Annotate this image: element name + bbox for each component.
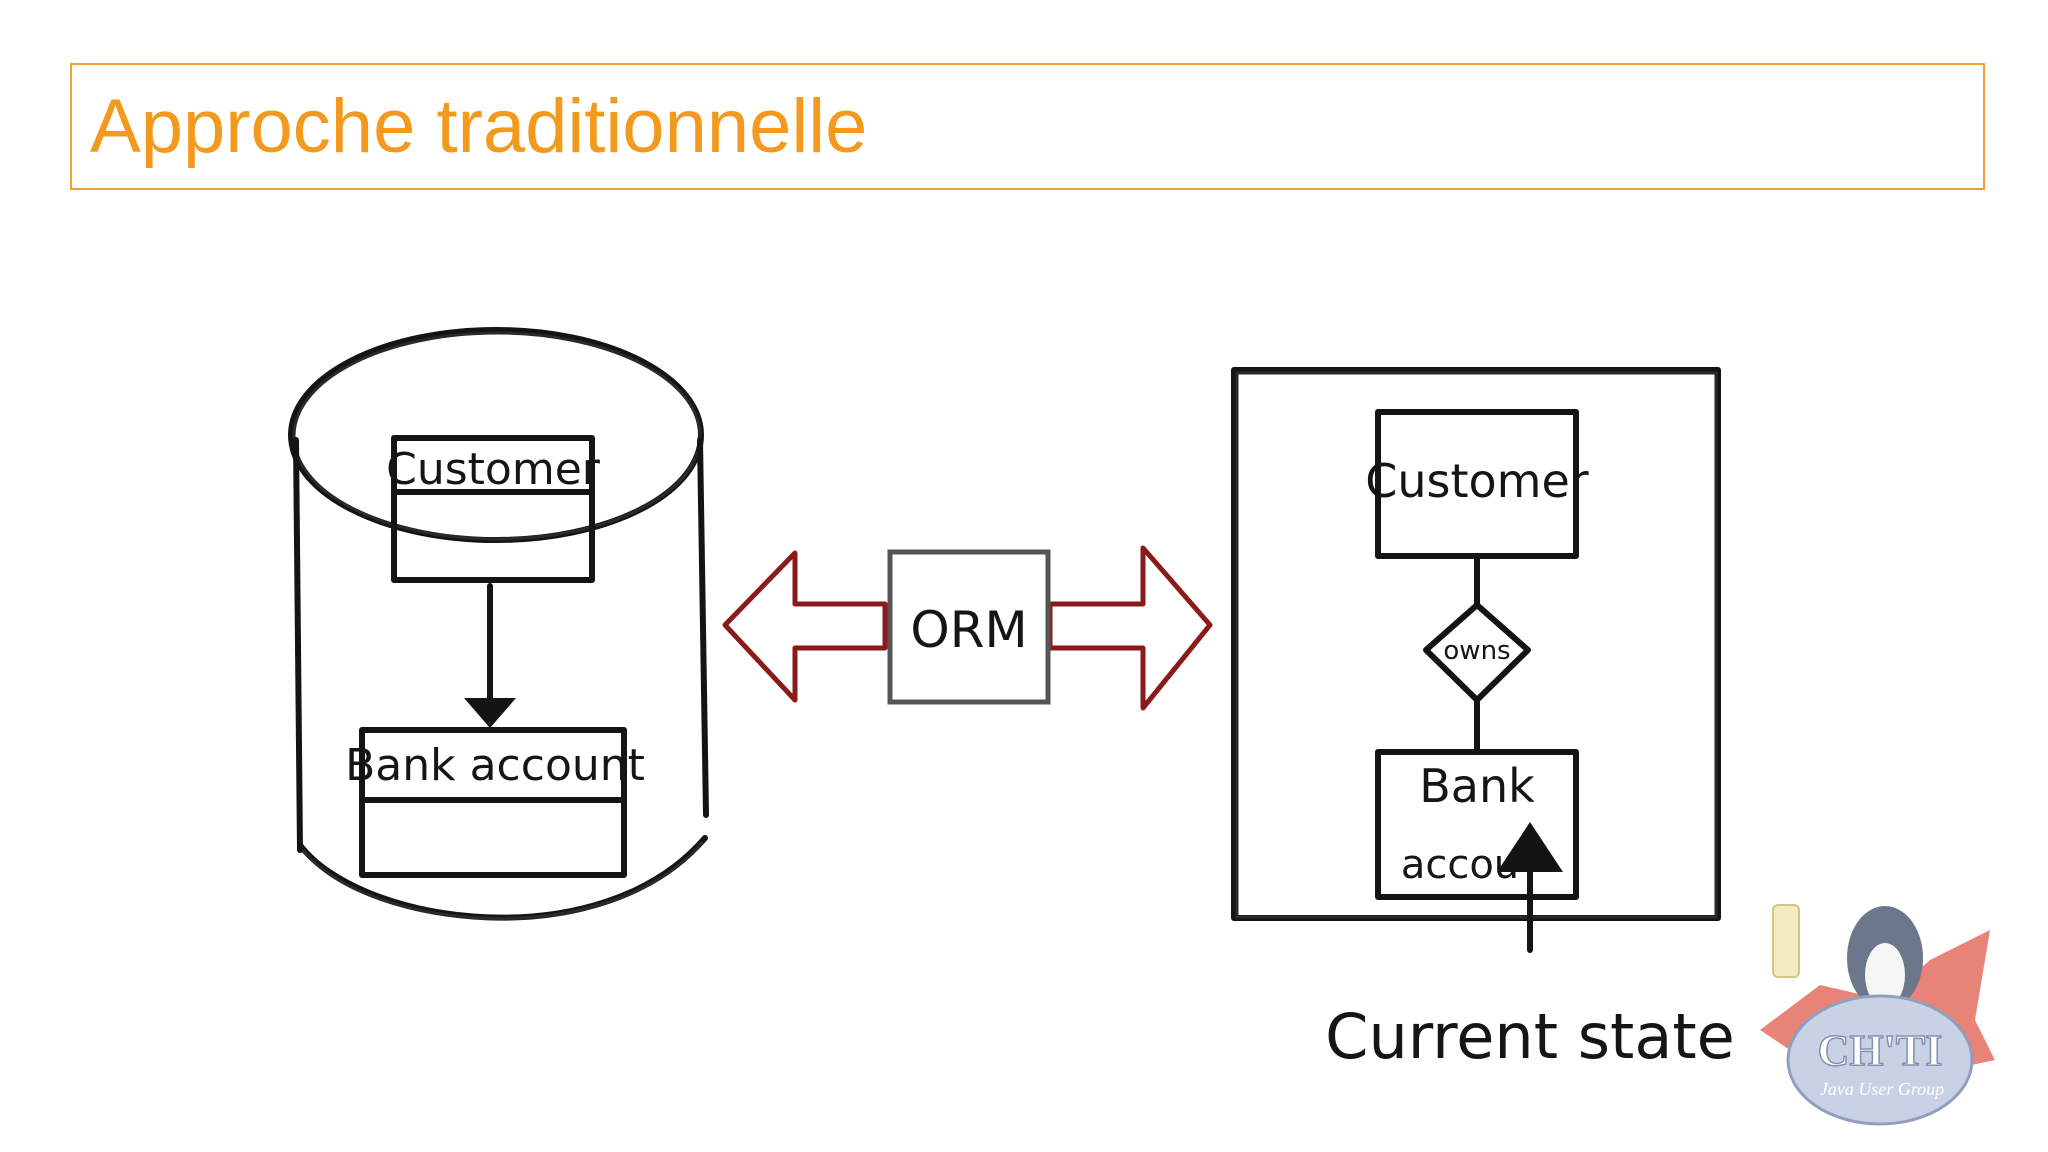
db-bank-account-entity: Bank account <box>345 727 645 878</box>
current-state-arrow <box>1497 822 1563 953</box>
orm-double-arrow <box>722 545 1213 711</box>
current-state-label: Current state <box>1325 1000 1735 1073</box>
logo-name: CH'TI <box>1818 1026 1943 1075</box>
orm-label: ORM <box>910 601 1027 659</box>
domain-customer-entity: Customer <box>1365 409 1589 559</box>
domain-bank-account-entity: Bank accou <box>1375 749 1579 900</box>
logo-badge <box>1786 994 1974 1126</box>
owns-relation-diamond: owns <box>1423 602 1531 703</box>
beer-glass-icon <box>1772 904 1800 978</box>
db-customer-entity: Customer <box>386 435 601 583</box>
domain-account-label: accou <box>1401 842 1519 888</box>
title-frame: Approche traditionnelle <box>70 63 1985 190</box>
db-bank-account-label: Bank account <box>345 740 645 791</box>
db-customer-label: Customer <box>386 444 601 495</box>
database-cylinder <box>288 327 709 921</box>
logo-subtitle: Java User Group <box>1820 1079 1944 1099</box>
domain-bank-label: Bank <box>1419 759 1535 813</box>
chti-jug-logo: CH'TI Java User Group <box>1760 904 1995 1126</box>
orm-box: ORM <box>887 549 1051 705</box>
domain-customer-label: Customer <box>1365 454 1589 508</box>
slide-title: Approche traditionnelle <box>90 84 868 169</box>
db-relation-arrow <box>464 583 516 728</box>
owns-label: owns <box>1443 636 1510 666</box>
domain-model-frame <box>1231 367 1721 921</box>
